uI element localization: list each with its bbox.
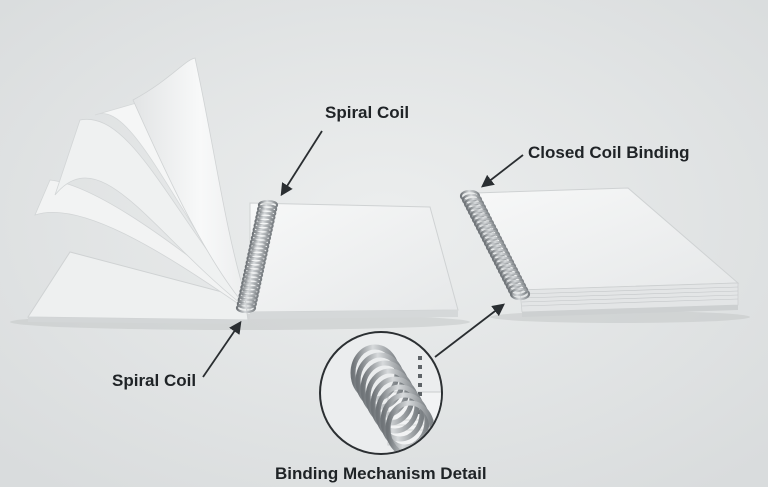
curled-page-4	[132, 57, 247, 303]
closed-notebook	[459, 187, 750, 323]
arrow-spiral-coil-top	[280, 130, 323, 197]
annotation-arrows	[202, 130, 524, 378]
spiral-coil-closed	[459, 189, 531, 301]
label-binding-detail: Binding Mechanism Detail	[275, 464, 487, 483]
spiral-coil-open	[235, 199, 279, 314]
punch-hole	[418, 356, 422, 360]
detail-coil-ring	[375, 384, 425, 442]
coil-ring	[509, 287, 531, 301]
coil-ring	[235, 302, 257, 314]
arrow-spiral-coil-bottom	[202, 320, 242, 378]
detail-coil-ring	[380, 392, 430, 450]
punch-hole	[418, 383, 422, 387]
punch-hole	[418, 374, 422, 378]
arrow-binding-detail	[434, 303, 506, 358]
punch-hole	[418, 392, 422, 396]
label-spiral-coil-top: Spiral Coil	[325, 103, 410, 122]
binding-detail-inset	[319, 331, 443, 455]
label-spiral-coil-bottom: Spiral Coil	[112, 371, 197, 390]
open-notebook	[10, 57, 470, 330]
punch-hole	[418, 365, 422, 369]
coil-ring	[236, 298, 257, 309]
arrow-closed-coil-binding	[481, 154, 524, 188]
label-closed-coil-binding: Closed Coil Binding	[528, 143, 690, 162]
